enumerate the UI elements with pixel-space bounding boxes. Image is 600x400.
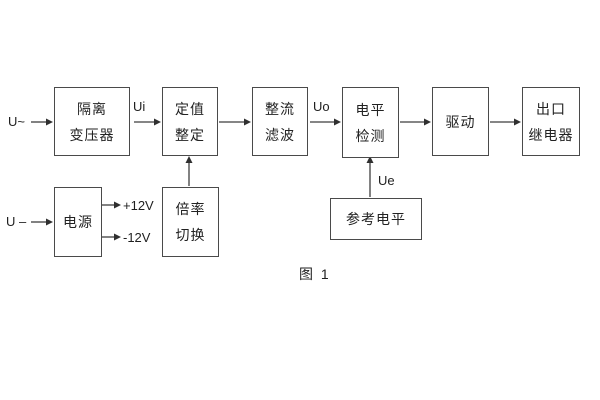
arrow-level-to-drive [400, 118, 431, 126]
label-rail-plus12v: +12V [123, 198, 154, 213]
arrow-ratio-to-setting [185, 156, 193, 186]
block-output-relay: 出口 继电器 [522, 87, 580, 156]
block-label: 滤波 [265, 126, 295, 143]
block-rectifier-filter: 整流 滤波 [252, 87, 308, 156]
label-rail-minus12v: -12V [123, 230, 151, 245]
arrow-drive-to-relay [490, 118, 521, 126]
block-isolation-transformer: 隔离 变压器 [54, 87, 130, 156]
arrow-uac-to-isolation [31, 118, 53, 126]
block-label: 整流 [265, 100, 295, 117]
block-setting-adjust: 定值 整定 [162, 87, 218, 156]
arrow-setting-to-rectifier [219, 118, 251, 126]
block-label: 隔离 [77, 100, 107, 117]
block-label: 定值 [175, 100, 205, 117]
arrow-udc-to-power [31, 218, 53, 226]
block-drive: 驱动 [432, 87, 489, 156]
arrow-reference-to-level [366, 156, 374, 197]
block-label: 参考电平 [346, 211, 406, 227]
label-ue: Ue [378, 173, 395, 188]
label-uo: Uo [313, 99, 330, 114]
arrow-power-minus12v [102, 233, 121, 241]
block-reference-level: 参考电平 [330, 198, 422, 240]
block-label: 检测 [355, 127, 386, 144]
block-label: 继电器 [528, 126, 574, 143]
block-label: 变压器 [69, 126, 115, 143]
block-label: 倍率 [175, 201, 206, 217]
block-label: 整定 [175, 126, 205, 143]
arrow-rectifier-to-level [310, 118, 341, 126]
arrow-isolation-to-setting [134, 118, 161, 126]
block-power-supply: 电源 [54, 187, 102, 257]
figure-caption: 图 1 [299, 266, 331, 282]
label-ui: Ui [133, 99, 146, 114]
block-label: 驱动 [445, 113, 476, 130]
label-input-ac: U~ [8, 114, 25, 129]
block-label: 电源 [63, 214, 93, 230]
arrow-power-plus12v [102, 201, 121, 209]
block-label: 电平 [355, 101, 386, 118]
block-ratio-switch: 倍率 切换 [162, 187, 219, 257]
label-input-dc: U – [6, 214, 27, 229]
block-level-detect: 电平 检测 [342, 87, 399, 158]
block-label: 出口 [536, 100, 566, 117]
block-label: 切换 [175, 227, 206, 243]
